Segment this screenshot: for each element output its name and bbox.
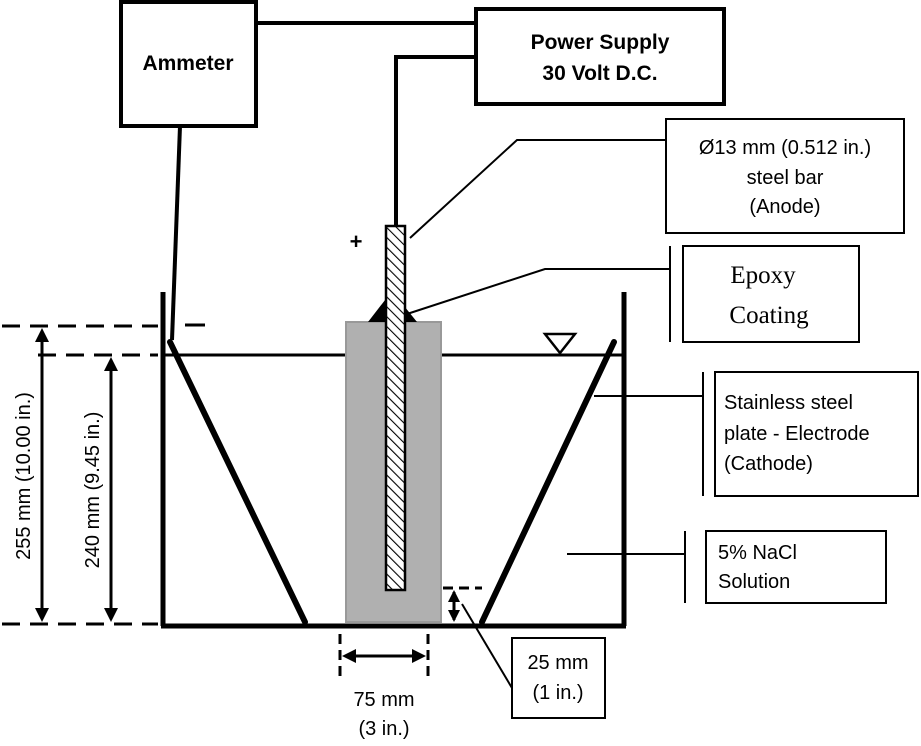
- cathode-plate-right: [479, 339, 617, 625]
- cathode-plate-left: [167, 339, 308, 625]
- tank: [160, 292, 627, 629]
- epoxy-leader: [406, 268, 670, 315]
- width-label-line2: (3 in.): [358, 718, 409, 740]
- plus-sign: +: [350, 229, 363, 254]
- dim-255-label: 255 mm (10.00 in.): [13, 392, 35, 560]
- cathode-plates: [167, 339, 617, 625]
- anode-label-line1: Ø13 mm (0.512 in.): [699, 137, 871, 159]
- cathode-label-line1: Stainless steel: [724, 392, 853, 414]
- height-dimensions: [2, 324, 158, 626]
- solution-label-line1: 5% NaCl: [718, 542, 797, 564]
- anode-label-line3: (Anode): [749, 196, 820, 218]
- cathode-label-line2: plate - Electrode: [724, 423, 870, 445]
- wire-supply-to-anode: [394, 55, 478, 228]
- cover-label-line1: 25 mm: [527, 652, 588, 674]
- solution-label-line2: Solution: [718, 571, 790, 593]
- power-supply-label-line2: 30 Volt D.C.: [542, 62, 657, 85]
- steel-bar-anode: [384, 224, 407, 592]
- cathode-callout: Stainless steel plate - Electrode (Catho…: [594, 371, 919, 497]
- ammeter-box: Ammeter: [119, 0, 258, 128]
- epoxy-callout: Epoxy Coating: [406, 245, 860, 343]
- anode-label-line2: steel bar: [747, 167, 824, 189]
- cover-leader: [461, 603, 513, 689]
- cover-dimension: [443, 586, 606, 719]
- anode-leader: [409, 139, 666, 239]
- epoxy-label-line1: Epoxy: [730, 262, 796, 289]
- dim-240-label: 240 mm (9.45 in.): [82, 412, 104, 569]
- width-label-line1: 75 mm: [353, 689, 414, 711]
- circuit-wires: [170, 21, 478, 341]
- anode-callout: Ø13 mm (0.512 in.) steel bar (Anode): [409, 118, 905, 239]
- solution-callout: 5% NaCl Solution: [567, 530, 887, 604]
- power-supply-box: Power Supply 30 Volt D.C.: [474, 7, 726, 106]
- wire-ammeter-to-cathode: [170, 125, 182, 341]
- cathode-label-line3: (Cathode): [724, 453, 813, 475]
- ammeter-label: Ammeter: [142, 52, 233, 75]
- cover-label-line2: (1 in.): [532, 682, 583, 704]
- power-supply-label-line1: Power Supply: [531, 31, 670, 54]
- width-dimension: [338, 634, 430, 676]
- water-level-symbol: [542, 332, 578, 356]
- epoxy-label-line2: Coating: [729, 302, 809, 329]
